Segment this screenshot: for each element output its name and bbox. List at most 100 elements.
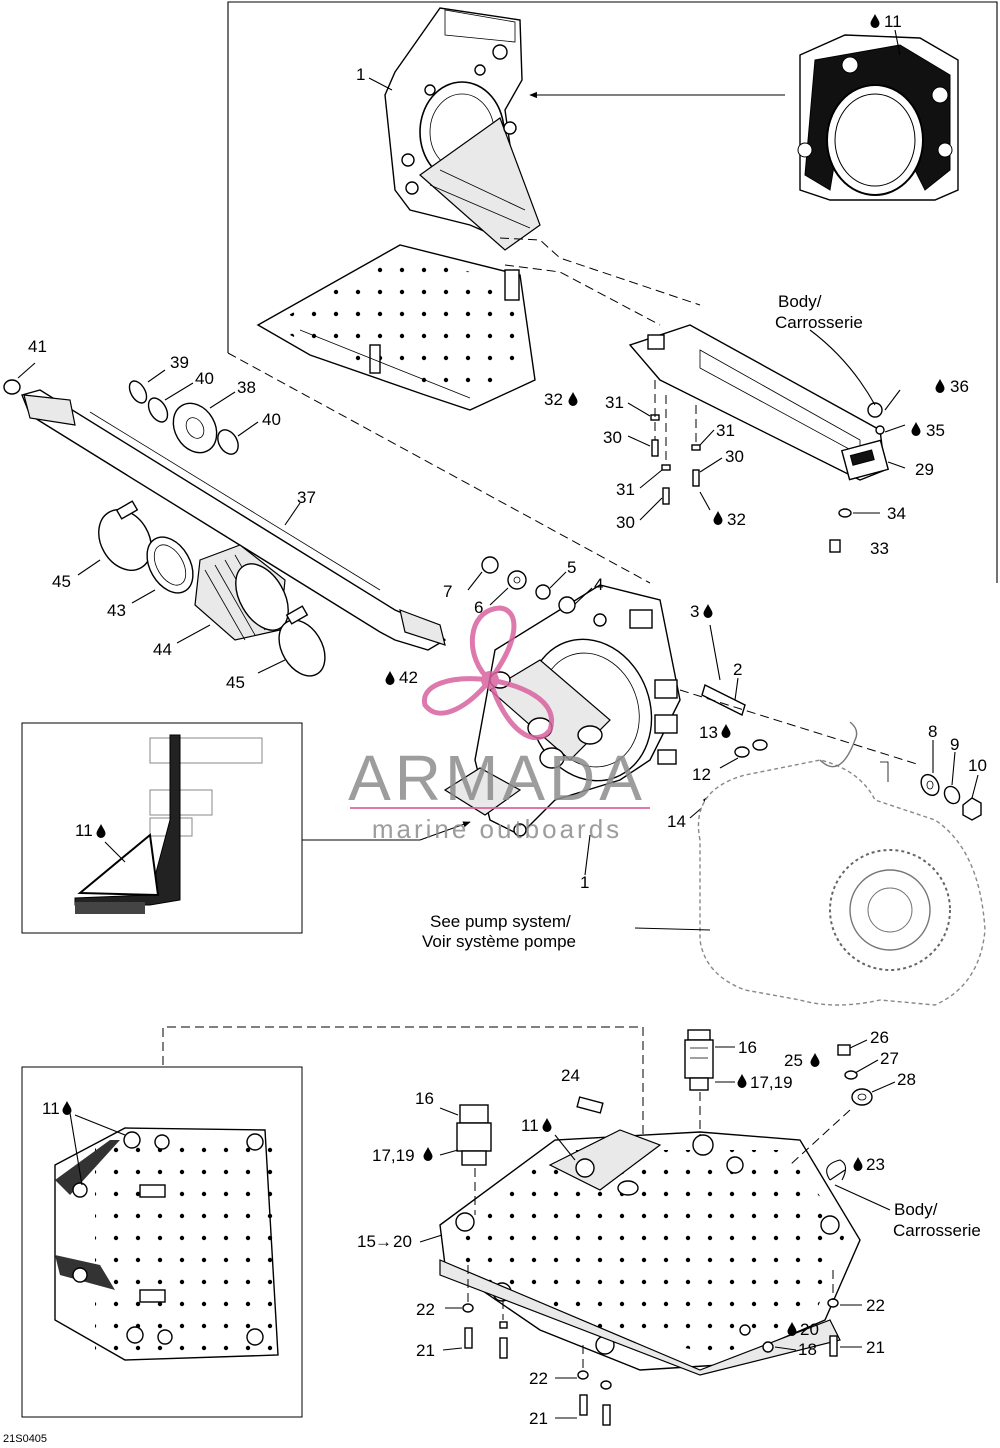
callout-32b: 32	[727, 510, 746, 529]
oil-drop-icon	[870, 14, 880, 28]
callout-20: 20	[800, 1320, 819, 1339]
right-arrow-icon: →	[375, 1232, 392, 1251]
callout-29: 29	[915, 460, 934, 479]
callout-22b: 22	[866, 1296, 885, 1315]
callout-11: 11	[884, 12, 902, 31]
callout-21: 21	[416, 1341, 435, 1360]
callout-13: 13	[699, 723, 718, 742]
oil-drop-icon	[703, 604, 713, 618]
callout-8: 8	[928, 722, 937, 741]
watermark-brand: ARMADA	[348, 742, 646, 814]
oil-drop-icon	[853, 1157, 863, 1171]
callout-38: 38	[237, 378, 256, 397]
callout-10: 10	[968, 756, 987, 775]
callout-28: 28	[897, 1070, 916, 1089]
callout-31c: 31	[616, 480, 635, 499]
callout-5: 5	[567, 558, 576, 577]
callout-23: 23	[866, 1155, 885, 1174]
pump-note-en: See pump system/	[430, 912, 571, 931]
callout-7: 7	[443, 582, 452, 601]
figure-code: 21S0405	[3, 1433, 47, 1445]
callout-18: 18	[798, 1340, 817, 1359]
callout-4: 4	[594, 575, 603, 594]
callout-labels: 1 11 Body/ Carrosserie 36 35 29 41 39 40…	[3, 12, 987, 1445]
callout-40b: 40	[262, 410, 281, 429]
pump-housing	[634, 721, 986, 1006]
callout-3: 3	[690, 602, 699, 621]
callout-45b: 45	[226, 673, 245, 692]
callout-16: 16	[738, 1038, 757, 1057]
bottom-fittings	[439, 1029, 896, 1215]
callout-17-19: 17,19	[750, 1073, 793, 1092]
watermark-tagline: marine outboards	[372, 814, 622, 844]
top-housing	[384, 7, 541, 251]
callout-36: 36	[950, 377, 969, 396]
body-label-bottom: Body/	[894, 1200, 938, 1219]
watermark: ARMADA marine outboards	[348, 605, 650, 844]
callout-26: 26	[870, 1028, 889, 1047]
callout-44: 44	[153, 640, 172, 659]
callout-27: 27	[880, 1049, 899, 1068]
callout-35: 35	[926, 421, 945, 440]
callout-12: 12	[692, 765, 711, 784]
top-plate	[256, 244, 536, 411]
callout-1-main: 1	[580, 873, 589, 892]
pump-note-fr: Voir système pompe	[422, 932, 576, 951]
drive-shaft	[3, 362, 447, 651]
callout-40: 40	[195, 369, 214, 388]
callout-2: 2	[733, 660, 742, 679]
oil-drop-icon	[542, 1118, 552, 1132]
callout-9: 9	[950, 735, 959, 754]
oil-drop-icon	[385, 671, 395, 685]
callout-11-plate: 11	[521, 1116, 539, 1135]
callout-17-19b: 17,19	[372, 1146, 415, 1165]
callout-31b: 31	[716, 421, 735, 440]
callout-11-inset2: 11	[42, 1099, 60, 1118]
body-label: Body/	[778, 292, 822, 311]
top-frame	[227, 1, 998, 584]
bottom-plate	[439, 1096, 861, 1376]
callout-33: 33	[870, 539, 889, 558]
callout-22c: 22	[529, 1369, 548, 1388]
callout-34: 34	[887, 504, 906, 523]
top-detail-ring	[529, 29, 959, 201]
callout-15: 15	[357, 1232, 376, 1251]
callout-43: 43	[107, 601, 126, 620]
callout-11-inset: 11	[75, 821, 93, 840]
callout-32: 32	[544, 390, 563, 409]
leaders-top	[368, 77, 906, 469]
oil-drop-icon	[721, 724, 731, 738]
propeller-logo	[422, 605, 555, 741]
oil-drop-icon	[713, 511, 723, 525]
oil-drop-icon	[423, 1147, 433, 1161]
carrosserie-label-bottom: Carrosserie	[893, 1221, 981, 1240]
callout-21b: 21	[866, 1338, 885, 1357]
oil-drop-icon	[810, 1053, 820, 1067]
washers-8-10	[920, 740, 982, 821]
oil-drop-icon	[911, 422, 921, 436]
callout-20-ref: 20	[393, 1232, 412, 1251]
bottom-bolts	[419, 1134, 862, 1426]
callout-31: 31	[605, 393, 624, 412]
callout-37: 37	[297, 488, 316, 507]
callout-42: 42	[399, 668, 418, 687]
inset-plate-detail	[21, 1066, 303, 1418]
callout-21c: 21	[529, 1409, 548, 1428]
callout-24: 24	[561, 1066, 580, 1085]
carrosserie-label: Carrosserie	[775, 313, 863, 332]
shaft-seals	[128, 369, 259, 455]
callout-25: 25	[784, 1051, 803, 1070]
boot-and-clamps	[77, 500, 326, 677]
callout-39: 39	[170, 353, 189, 372]
callout-1: 1	[356, 65, 365, 84]
callout-14: 14	[667, 812, 686, 831]
bolts-30-32	[627, 380, 880, 553]
callout-16b: 16	[415, 1089, 434, 1108]
callout-30: 30	[603, 428, 622, 447]
callout-30b: 30	[725, 447, 744, 466]
rail-bracket	[628, 324, 890, 481]
oil-drop-icon	[935, 379, 945, 393]
callout-41: 41	[28, 337, 47, 356]
callout-6: 6	[474, 598, 483, 617]
